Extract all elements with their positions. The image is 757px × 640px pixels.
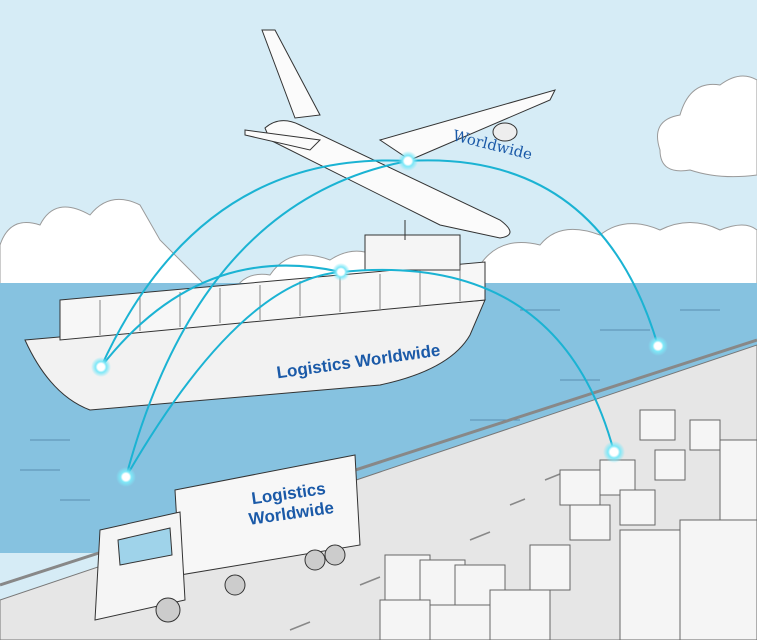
sea-node: [648, 336, 668, 356]
warehouse-node: [603, 441, 625, 463]
sea-ripples: [20, 309, 720, 501]
ship-bow-node: [91, 357, 111, 377]
network-arcs: [100, 159, 659, 478]
lane-markings: [289, 473, 561, 631]
cargo-boxes: [379, 409, 757, 640]
truck-node: [116, 467, 136, 487]
container-ship: [24, 220, 486, 411]
ship-bridge-node: [332, 263, 350, 281]
airplane: [244, 29, 556, 239]
truck: [94, 454, 361, 623]
network-nodes: [91, 151, 668, 487]
airplane-node: [398, 151, 418, 171]
